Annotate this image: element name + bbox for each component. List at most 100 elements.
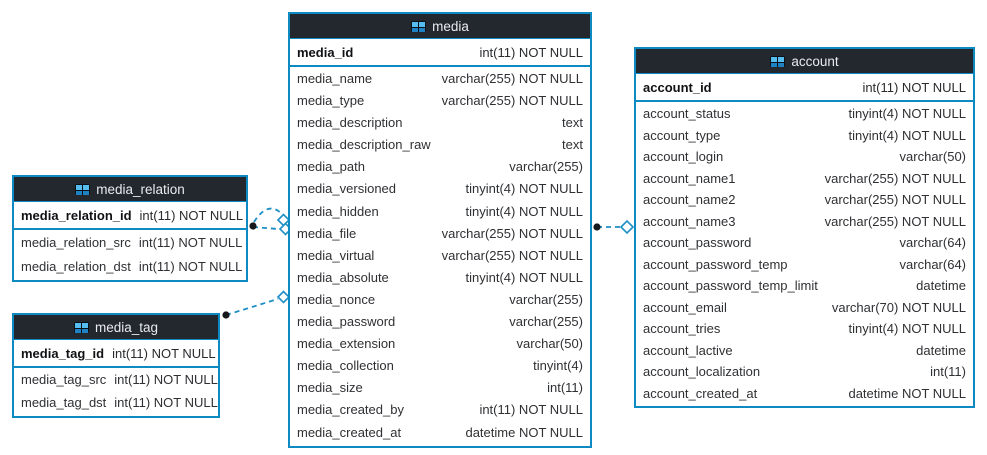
- column-type: varchar(255) NOT NULL: [824, 192, 966, 207]
- primary-key-name: account_id: [643, 79, 712, 95]
- table-icon: [770, 55, 786, 67]
- column-name: media_relation_dst: [21, 258, 131, 274]
- column-row: media_password varchar(255): [290, 311, 590, 333]
- column-row: account_name2 varchar(255) NOT NULL: [636, 189, 973, 211]
- column-type: varchar(255) NOT NULL: [824, 213, 966, 229]
- table-media-relation[interactable]: media_relation media_relation_id int(11)…: [12, 175, 248, 282]
- column-type: varchar(64): [899, 235, 966, 250]
- column-name: account_status: [643, 106, 731, 121]
- column-name: account_login: [643, 149, 724, 164]
- column-type: int(11) NOT NULL: [479, 402, 583, 418]
- relationship-line-media-relation-media[interactable]: [252, 226, 279, 230]
- column-type: tinyint(4) NOT NULL: [465, 269, 583, 285]
- table-title: account: [791, 53, 839, 69]
- column-name: account_name1: [643, 170, 736, 186]
- column-name: media_versioned: [297, 181, 397, 197]
- column-type: varchar(50): [516, 336, 583, 352]
- table-account[interactable]: account account_id int(11) NOT NULL acco…: [634, 47, 975, 408]
- column-row: media_versioned tinyint(4) NOT NULL: [290, 178, 590, 200]
- column-name: media_tag_dst: [21, 394, 107, 410]
- connector-dot-media: [593, 223, 601, 231]
- table-header[interactable]: account: [636, 49, 973, 74]
- column-row: media_size int(11): [290, 377, 590, 399]
- column-name: media_type: [297, 93, 365, 109]
- column-name: media_description_raw: [297, 137, 431, 153]
- column-type: tinyint(4) NOT NULL: [465, 181, 583, 197]
- column-name: media_relation_src: [21, 235, 131, 250]
- column-name: media_virtual: [297, 247, 375, 263]
- column-row: account_password_temp_limit datetime: [636, 275, 973, 297]
- table-icon: [411, 20, 427, 32]
- column-type: datetime NOT NULL: [848, 385, 966, 401]
- table-header[interactable]: media_tag: [14, 315, 218, 340]
- column-type: tinyint(4) NOT NULL: [848, 321, 966, 336]
- column-type: varchar(255): [509, 291, 583, 307]
- column-name: account_password_temp: [643, 256, 788, 272]
- table-icon: [75, 183, 91, 195]
- column-type: int(11) NOT NULL: [138, 235, 243, 250]
- column-type: datetime: [916, 342, 966, 358]
- column-name: account_name2: [643, 192, 736, 207]
- column-type: int(11) NOT NULL: [114, 372, 218, 387]
- column-row: media_extension varchar(50): [290, 333, 590, 355]
- primary-key-row: media_relation_id int(11) NOT NULL: [14, 202, 246, 230]
- primary-key-name: media_id: [297, 44, 354, 60]
- table-header[interactable]: media: [290, 14, 590, 39]
- relationship-line-media-relation-media-2[interactable]: [253, 207, 283, 223]
- primary-key-type: int(11) NOT NULL: [479, 44, 583, 60]
- column-name: media_path: [297, 159, 365, 175]
- column-type: datetime: [916, 278, 966, 293]
- column-type: varchar(255) NOT NULL: [824, 170, 966, 186]
- column-type: varchar(50): [899, 149, 966, 164]
- column-name: media_size: [297, 380, 363, 396]
- column-name: account_password_temp_limit: [643, 278, 818, 293]
- column-type: varchar(70) NOT NULL: [831, 299, 966, 315]
- column-name: media_extension: [297, 336, 396, 352]
- column-type: int(11) NOT NULL: [138, 258, 243, 274]
- table-media[interactable]: media media_id int(11) NOT NULL media_na…: [288, 12, 592, 448]
- column-name: media_absolute: [297, 269, 389, 285]
- relationship-line-media-tag-media[interactable]: [225, 298, 279, 316]
- column-type: tinyint(4) NOT NULL: [848, 127, 966, 143]
- column-type: datetime NOT NULL: [465, 424, 583, 440]
- connector-dot-media-tag: [222, 311, 230, 319]
- connector-dot-media-relation: [249, 222, 257, 230]
- column-name: account_tries: [643, 321, 721, 336]
- column-type: varchar(255): [509, 314, 583, 330]
- column-name: media_hidden: [297, 203, 379, 219]
- column-name: account_name3: [643, 213, 736, 229]
- column-row: media_relation_dst int(11) NOT NULL: [14, 255, 246, 279]
- column-name: account_password: [643, 235, 752, 250]
- column-type: tinyint(4) NOT NULL: [465, 203, 583, 219]
- column-type: int(11): [930, 364, 966, 379]
- column-row: media_relation_src int(11) NOT NULL: [14, 231, 246, 255]
- column-row: account_tries tinyint(4) NOT NULL: [636, 318, 973, 340]
- primary-key-type: int(11) NOT NULL: [862, 79, 966, 95]
- column-name: media_created_by: [297, 402, 404, 418]
- column-name: media_file: [297, 225, 357, 241]
- column-type: tinyint(4): [533, 358, 583, 374]
- column-name: media_password: [297, 314, 396, 330]
- column-type: int(11): [547, 380, 583, 396]
- column-name: account_localization: [643, 364, 761, 379]
- table-header[interactable]: media_relation: [14, 177, 246, 202]
- column-type: varchar(64): [899, 256, 966, 272]
- column-row: media_hidden tinyint(4) NOT NULL: [290, 201, 590, 223]
- column-name: media_description: [297, 115, 403, 131]
- table-media-tag[interactable]: media_tag media_tag_id int(11) NOT NULL …: [12, 313, 220, 418]
- table-icon: [73, 321, 89, 333]
